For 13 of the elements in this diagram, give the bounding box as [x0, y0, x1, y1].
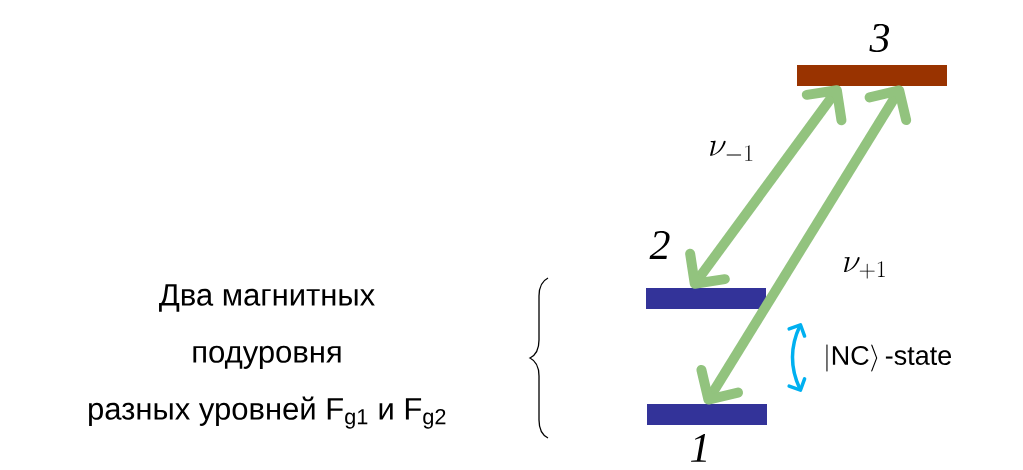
energy-level: 2: [646, 231, 766, 309]
arrow: [685, 85, 847, 289]
edge-label: $\nu_{+1}$: [844, 257, 885, 279]
node-label: 3: [869, 23, 890, 53]
edge-label: $\nu_{-1}$: [710, 140, 753, 161]
arrow: [696, 85, 912, 405]
description-text: Два магнитных подуровня разных уровней F$_{g1}$ и F$_{g2}$: [89, 284, 446, 429]
node-label: 2: [649, 231, 670, 259]
arrow: [787, 323, 807, 392]
energy-level: 1: [647, 404, 767, 462]
node-label: 1: [690, 434, 706, 462]
edge-label: $\left|\mathrm{NC}\right\rangle\text{-state}$: [826, 344, 952, 372]
energy-level: 3: [797, 23, 947, 86]
